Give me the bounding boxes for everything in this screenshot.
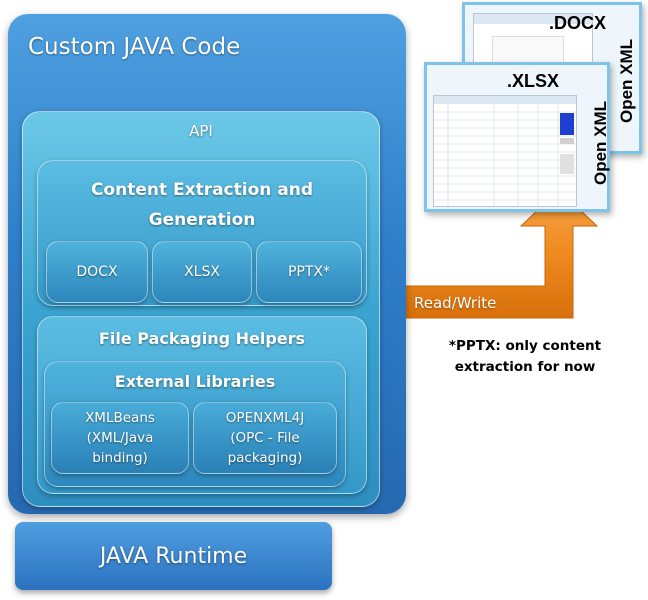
custom-java-code-container: Custom JAVA Code API Content Extraction … bbox=[8, 14, 406, 514]
xlsx-open-xml-label: Open XML bbox=[591, 100, 610, 185]
format-box-pptx: PPTX* bbox=[256, 241, 362, 303]
xmlbeans-line3: binding) bbox=[92, 450, 148, 466]
file-packaging-box: File Packaging Helpers External Librarie… bbox=[37, 316, 367, 494]
docx-open-xml-label: Open XML bbox=[617, 38, 636, 123]
xlsx-ext-label: .XLSX bbox=[507, 71, 560, 91]
java-runtime-box: JAVA Runtime bbox=[15, 522, 332, 590]
openxml4j-line1: OPENXML4J bbox=[225, 410, 305, 426]
file-packaging-title: File Packaging Helpers bbox=[98, 329, 306, 348]
api-label: API bbox=[189, 122, 213, 140]
format-box-xlsx: XLSX bbox=[152, 241, 252, 303]
pptx-footnote-line1: *PPTX: only content bbox=[448, 338, 602, 354]
pptx-footnote-line2: extraction for now bbox=[454, 359, 596, 375]
content-extraction-title: Content Extraction and Generation bbox=[38, 175, 366, 235]
external-libraries-box: External Libraries XMLBeans (XML/Java bi… bbox=[44, 361, 346, 487]
openxml4j-line3: packaging) bbox=[227, 450, 303, 466]
xlsx-thumbnail bbox=[433, 95, 577, 207]
custom-java-code-title: Custom JAVA Code bbox=[28, 34, 241, 60]
xmlbeans-line2: (XML/Java bbox=[86, 430, 154, 446]
xmlbeans-box: XMLBeans (XML/Java binding) bbox=[51, 402, 189, 474]
format-box-docx: DOCX bbox=[46, 241, 148, 303]
xlsx-document: .XLSX Open XML bbox=[424, 62, 610, 212]
external-libraries-title: External Libraries bbox=[114, 372, 276, 391]
content-extraction-title-line2: Generation bbox=[148, 210, 256, 230]
content-extraction-title-line1: Content Extraction and bbox=[90, 180, 314, 200]
docx-ext-label: .DOCX bbox=[549, 13, 607, 33]
xmlbeans-line1: XMLBeans bbox=[85, 410, 155, 426]
spreadsheet-grid-icon bbox=[434, 96, 576, 206]
openxml4j-box: OPENXML4J (OPC - File packaging) bbox=[193, 402, 337, 474]
api-container: API Content Extraction and Generation DO… bbox=[22, 111, 380, 507]
pptx-footnote: *PPTX: only content extraction for now bbox=[420, 336, 630, 378]
content-extraction-box: Content Extraction and Generation DOCX X… bbox=[37, 160, 367, 306]
read-write-label: Read/Write bbox=[414, 294, 497, 312]
openxml4j-line2: (OPC - File bbox=[230, 430, 300, 446]
